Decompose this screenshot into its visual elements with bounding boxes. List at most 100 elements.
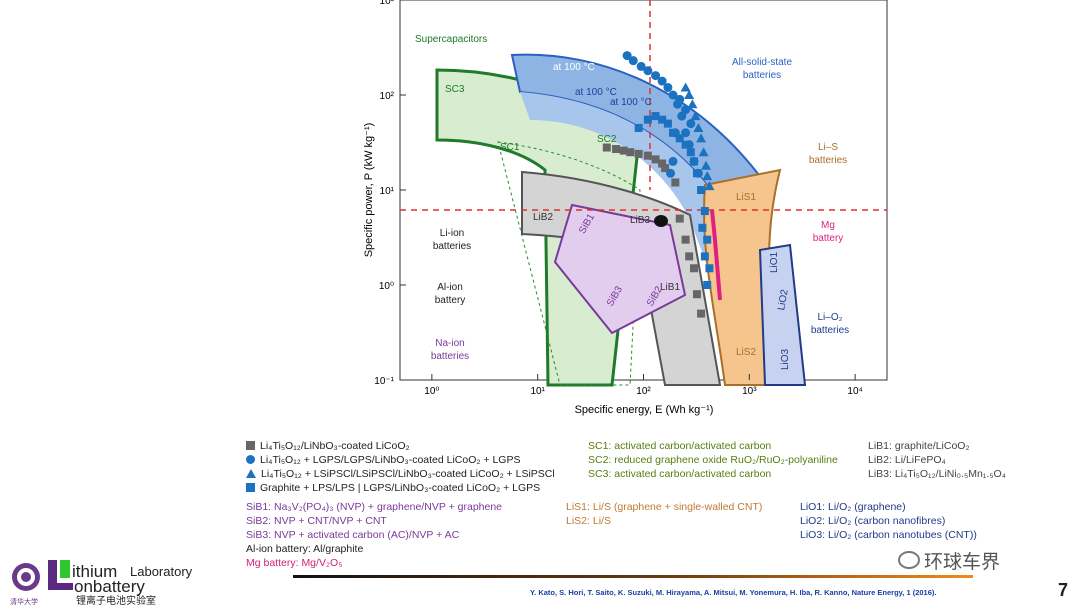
data-point-series-0: [671, 178, 680, 187]
data-point-series-3: [703, 235, 712, 244]
square-blue-icon: [246, 483, 255, 492]
data-point-series-0: [626, 148, 635, 157]
data-point-series-0: [634, 149, 643, 158]
logo-text-laboratory: Laboratory: [130, 564, 193, 579]
legend-item: SiB3: NVP + activated carbon (AC)/NVP + …: [246, 529, 460, 541]
legend-item: Graphite + LPS/LPS | LGPS/LiNbO₃-coated …: [260, 482, 541, 494]
data-point-series-2: [687, 99, 698, 109]
data-point-series-1: [668, 90, 678, 100]
data-point-series-1: [668, 156, 678, 166]
data-point-series-3: [689, 157, 698, 166]
lab-logo: ithium Laboratory onbattery 锂离子电池实验室 清华大…: [6, 556, 306, 611]
legend-li-o2: LiO1: Li/O₂ (graphene) LiO2: Li/O₂ (carb…: [800, 500, 977, 542]
y-tick-label: 10⁰: [379, 281, 394, 292]
data-point-series-3: [698, 223, 707, 232]
legend-item: LiB1: graphite/LiCoO₂: [868, 440, 970, 452]
area-lio3: LiO3: [780, 348, 791, 370]
legend-na-ion: SiB1: Na₃V₂(PO₄)₃ (NVP) + graphene/NVP +…: [246, 500, 502, 570]
data-point-series-2: [690, 111, 701, 121]
area-lio2: LiO2: [776, 288, 791, 311]
data-point-series-2: [701, 160, 712, 170]
legend-item: SiB2: NVP + CNT/NVP + CNT: [246, 515, 387, 527]
data-point-series-2: [698, 147, 709, 157]
legend-item: LiO1: Li/O₂ (graphene): [800, 501, 906, 513]
y-tick-label: 10⁻¹: [374, 376, 394, 387]
data-point-series-2: [704, 181, 715, 191]
data-point-series-3: [686, 148, 695, 157]
data-point-series-0: [658, 159, 667, 168]
circle-blue-icon: [246, 455, 255, 464]
data-point-series-3: [697, 186, 706, 194]
data-point-series-0: [685, 252, 694, 261]
data-point-series-2: [693, 122, 704, 132]
data-point-series-3: [675, 134, 684, 143]
battery-l-icon: [48, 560, 57, 590]
data-point-series-0: [612, 145, 621, 154]
data-point-series-3: [643, 115, 652, 124]
footer-divider: [293, 575, 973, 578]
data-point-series-1: [663, 82, 673, 92]
area-lis2: LiS2: [736, 347, 756, 358]
data-point-series-2: [702, 171, 713, 181]
logo-text-cn: 锂离子电池实验室: [76, 594, 156, 606]
data-point-series-3: [703, 281, 712, 289]
legend-item: SC1: activated carbon/activated carbon: [588, 440, 772, 452]
y-axis-label: Specific power, P (kW kg⁻¹): [363, 123, 375, 258]
legend-item: SC3: activated carbon/activated carbon: [588, 468, 772, 480]
data-point-series-0: [689, 264, 698, 273]
y-tick-label: 10¹: [380, 186, 395, 197]
na-ion-region: [553, 203, 687, 335]
y-tick-label: 10²: [380, 91, 395, 102]
square-gray-icon: [246, 441, 255, 450]
wechat-name: 环球车界: [924, 552, 1001, 573]
legend-item: Al-ion battery: Al/graphite: [246, 543, 364, 555]
legend-item: LiB2: Li/LiFePO₄: [868, 454, 946, 466]
data-point-series-0: [661, 164, 670, 173]
page-number: 7: [1058, 580, 1069, 600]
data-point-series-1: [686, 119, 696, 129]
data-point-series-0: [643, 151, 652, 160]
legend-item: Mg battery: Mg/V₂O₅: [246, 557, 343, 569]
data-point-series-1: [636, 61, 646, 71]
area-lis1: LiS1: [736, 192, 756, 203]
university-name: 清华大学: [10, 597, 38, 606]
data-point-series-2: [684, 90, 695, 99]
legend-item: LiO3: Li/O₂ (carbon nanotubes (CNT)): [800, 529, 977, 541]
data-point-series-0: [681, 235, 690, 244]
data-point-series-2: [696, 133, 707, 143]
data-point-series-3: [668, 128, 677, 137]
area-lio1: LiO1: [769, 251, 780, 273]
area-sc2: SC2: [597, 134, 617, 145]
data-point-series-1: [675, 94, 685, 104]
data-marks: [602, 51, 715, 318]
logo-text-onbattery: onbattery: [74, 577, 145, 596]
data-point-series-0: [697, 309, 706, 318]
annotation-temp-2: at 100 °C: [575, 87, 617, 98]
data-point-series-0: [619, 146, 628, 155]
data-point-series-3: [681, 140, 690, 149]
citation: Y. Kato, S. Hori, T. Saito, K. Suzuki, M…: [530, 588, 937, 597]
x-tick-label: 10¹: [530, 386, 545, 397]
area-sc3: SC3: [445, 84, 465, 95]
legend-supercapacitors: SC1: activated carbon/activated carbon S…: [588, 439, 838, 481]
data-point-series-1: [643, 66, 653, 76]
area-lib1: LiB1: [660, 282, 680, 293]
annotation-temp-1: at 100 °C: [553, 62, 595, 73]
x-tick-label: 10⁴: [847, 386, 862, 397]
data-point-series-0: [675, 214, 684, 223]
data-point-series-1: [622, 51, 632, 61]
annotation-temp-3: at 100 °C: [610, 97, 652, 108]
mg-line: [710, 209, 722, 301]
area-lib3: LiB3: [630, 215, 650, 226]
data-point-series-3: [692, 169, 701, 178]
li-o2-region: [758, 243, 807, 386]
data-point-series-1: [651, 71, 661, 81]
area-lib2: LiB2: [533, 212, 553, 223]
